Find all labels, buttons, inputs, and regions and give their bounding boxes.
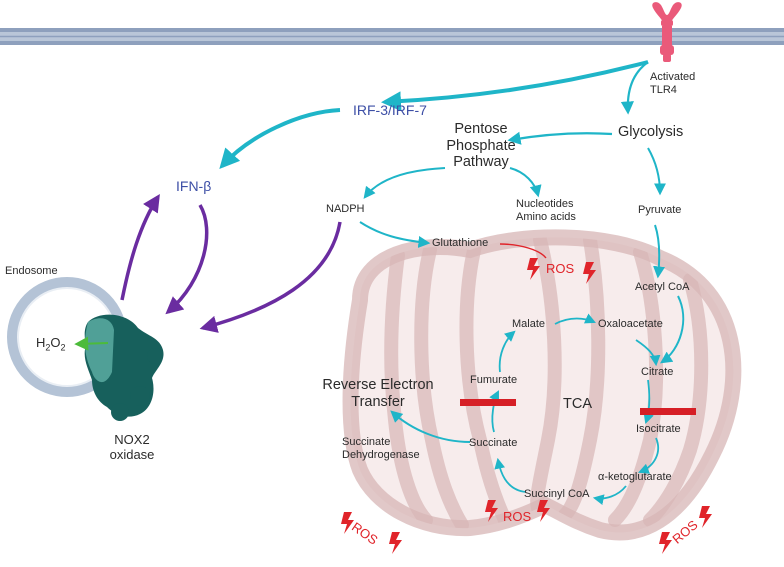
cyan-arrows bbox=[219, 60, 685, 443]
arrow-nadph-to-nox2 bbox=[199, 221, 342, 333]
tca-isocitrate-label: Isocitrate bbox=[636, 423, 681, 435]
arrow-endosome-to-ifnb bbox=[120, 194, 160, 301]
ros-label-bottom-center: ROS bbox=[503, 509, 532, 524]
nadph-label: NADPH bbox=[326, 203, 365, 215]
arrow-ppp-to-nucleotides bbox=[509, 167, 542, 198]
arrow-irf-to-ifnb bbox=[219, 108, 341, 169]
acetyl-coa-label: Acetyl CoA bbox=[635, 281, 690, 293]
arrow-pyruvate-to-acetylcoa bbox=[653, 224, 666, 279]
endosome-label: Endosome bbox=[5, 265, 58, 277]
tca-fumurate-label: Fumurate bbox=[470, 374, 518, 386]
activated-tlr4-label: Activated TLR4 bbox=[650, 71, 696, 96]
ifn-beta-label: IFN-β bbox=[176, 178, 212, 194]
h2o2-label: H2O2 bbox=[36, 335, 66, 353]
inhibition-bar-fumurate bbox=[460, 399, 516, 406]
arrow-succinate-to-ret bbox=[390, 410, 471, 443]
arrow-ppp-to-nadph bbox=[363, 167, 446, 199]
arrow-ifnb-to-nox2 bbox=[165, 204, 209, 315]
ros-label-top: ROS bbox=[546, 261, 575, 276]
tca-cycle-arrows bbox=[489, 313, 661, 505]
tca-alpha-ketoglutarate-label: α-ketoglutarate bbox=[598, 471, 672, 483]
tca-succinate-label: Succinate bbox=[469, 437, 518, 449]
glycolysis-label: Glycolysis bbox=[618, 124, 684, 140]
nox2-oxidase-label: NOX2 oxidase bbox=[109, 432, 155, 462]
glutathione-inhibits-ros bbox=[499, 243, 547, 259]
arrow-glycolysis-to-pyruvate bbox=[647, 147, 666, 196]
arrow-glycolysis-to-ppp bbox=[507, 131, 613, 145]
plasma-membrane bbox=[0, 28, 784, 45]
tca-malate-label: Malate bbox=[512, 318, 546, 330]
tca-center-label: TCA bbox=[563, 396, 592, 412]
pentose-phosphate-pathway-label: Pentose Phosphate Pathway bbox=[446, 121, 516, 171]
tca-citrate-label: Citrate bbox=[641, 366, 674, 378]
h2o2-arrow bbox=[74, 336, 109, 351]
arrow-tlr4-to-glycolysis bbox=[620, 61, 649, 115]
reverse-electron-transfer-label: Reverse Electron Transfer bbox=[322, 377, 434, 410]
arrow-tlr4-to-irf bbox=[381, 60, 649, 112]
tca-oxaloacetate-label: Oxaloacetate bbox=[598, 318, 663, 330]
arrow-nadph-to-glutathione bbox=[359, 221, 431, 248]
nucleotides-label: Nucleotides Amino acids bbox=[516, 198, 576, 223]
glutathione-label: Glutathione bbox=[432, 237, 489, 249]
mitochondrion bbox=[342, 229, 742, 541]
purple-arrows bbox=[120, 194, 342, 333]
pyruvate-label: Pyruvate bbox=[638, 204, 682, 216]
arrow-acetylcoa-to-citrate bbox=[660, 295, 685, 364]
tca-succinyl-coa-label: Succinyl CoA bbox=[524, 488, 590, 500]
succinate-dehydrogenase-label: Succinate Dehydrogenase bbox=[342, 436, 420, 461]
tlr4-receptor-icon bbox=[652, 2, 682, 62]
inhibition-bar-isocitrate bbox=[640, 408, 696, 415]
irf-label: IRF-3/IRF-7 bbox=[353, 102, 427, 118]
nox2-membrane-overlap bbox=[85, 318, 114, 383]
lightning-bolt-icons bbox=[341, 258, 712, 554]
